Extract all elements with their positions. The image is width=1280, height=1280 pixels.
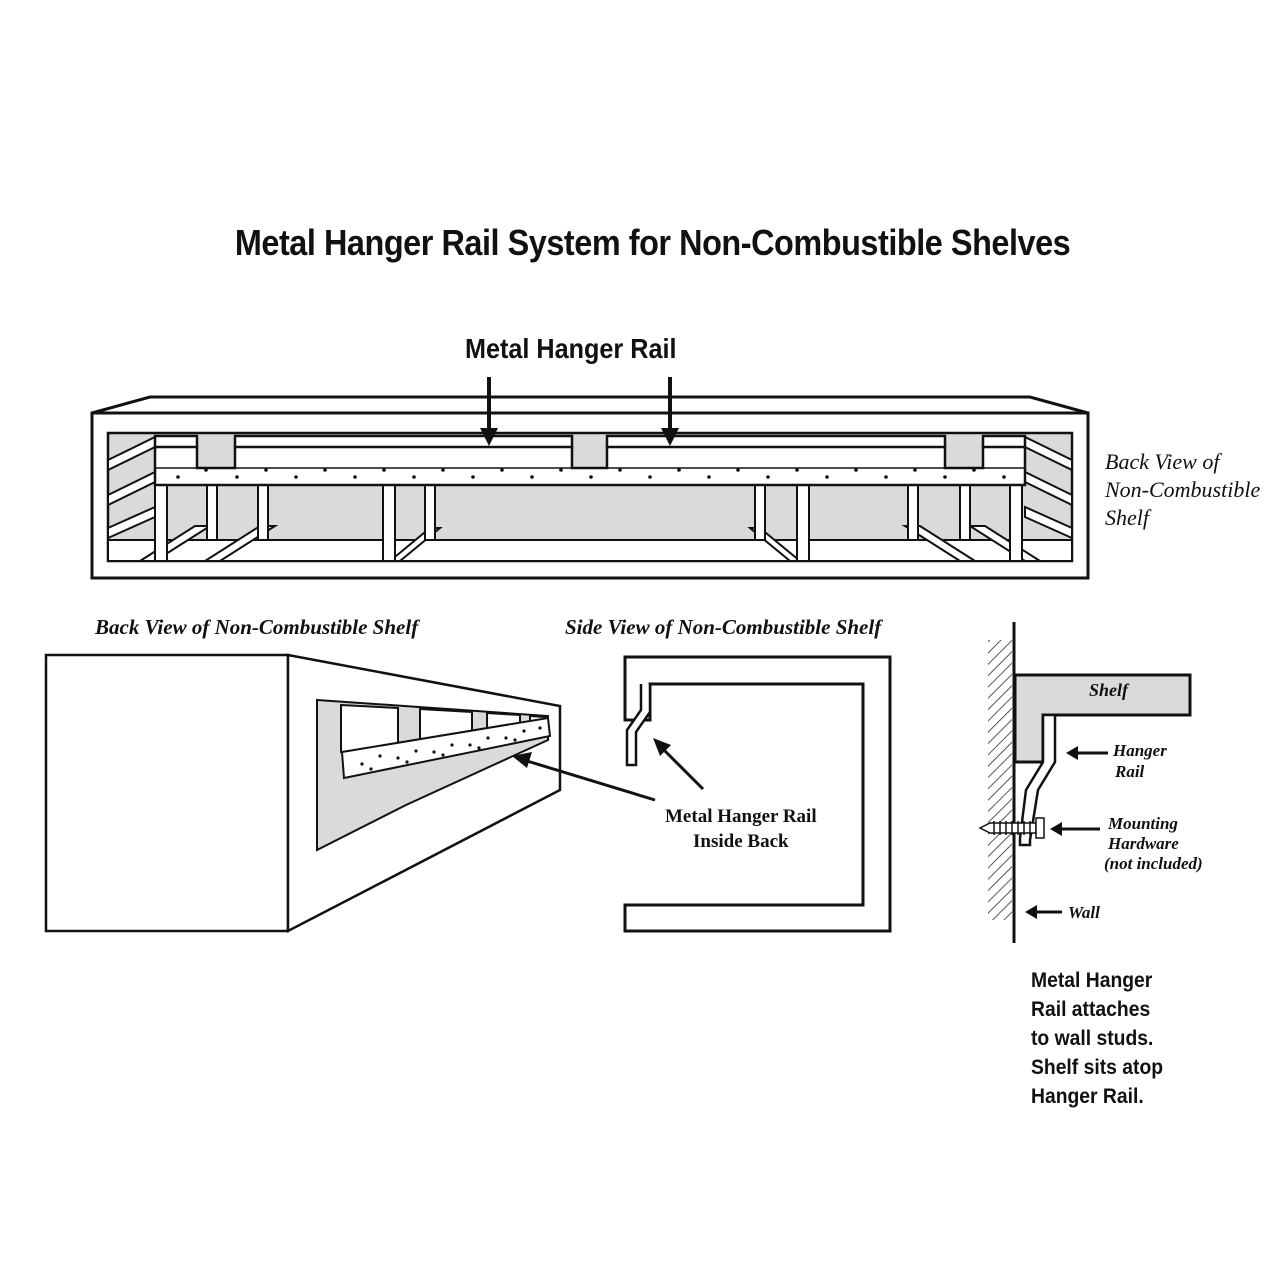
label-line: (not included)	[1104, 854, 1203, 873]
callout-line: Metal Hanger Rail	[665, 806, 817, 827]
wall-hatching	[988, 640, 1012, 920]
note-line: Hanger Rail.	[1031, 1085, 1144, 1108]
perspective-caption: Back View of Non-Combustible Shelf	[95, 615, 419, 639]
side-view-shelf	[623, 655, 892, 933]
perspective-hanger-rail	[340, 716, 552, 780]
back-view-side-caption: Back View of Non-Combustible Shelf	[1105, 448, 1260, 532]
label-line: Hanger	[1113, 741, 1167, 760]
side-view-arrow	[653, 738, 705, 791]
caption-line: Non-Combustible	[1105, 477, 1261, 502]
inside-back-callout: Metal Hanger Rail Inside Back	[665, 804, 817, 854]
installation-note: Metal Hanger Rail attaches to wall studs…	[1031, 966, 1163, 1111]
wall-detail-arrows	[1025, 746, 1108, 919]
caption-line: Back View of	[1105, 449, 1220, 474]
metal-hanger-rail-label: Metal Hanger Rail	[465, 333, 677, 364]
mounting-screw	[978, 817, 1045, 839]
shelf-top-face	[91, 395, 1089, 415]
note-line: Shelf sits atop	[1031, 1056, 1164, 1079]
perspective-rail-holes	[360, 726, 542, 771]
label-line: Hardware	[1108, 834, 1179, 853]
caption-line: Shelf	[1105, 505, 1149, 530]
shelf-end-face	[44, 653, 290, 933]
shelf-label: Shelf	[1089, 680, 1129, 700]
side-view-profile	[623, 655, 892, 933]
hanger-rail	[153, 434, 1027, 487]
note-line: Rail attaches	[1031, 998, 1151, 1021]
wall-label: Wall	[1068, 903, 1100, 922]
wall-detail	[978, 622, 1192, 943]
note-line: Metal Hanger	[1031, 969, 1153, 992]
label-line: Rail	[1115, 762, 1145, 781]
mounting-hardware-label: Mounting Hardware (not included)	[1104, 814, 1203, 874]
side-view-caption: Side View of Non-Combustible Shelf	[565, 615, 882, 639]
note-line: to wall studs.	[1031, 1027, 1154, 1050]
hanger-rail-profile	[1018, 713, 1057, 847]
callout-line: Inside Back	[693, 831, 789, 852]
top-back-view-shelf	[90, 395, 1090, 580]
rail-pointer-arrows	[480, 377, 679, 446]
label-line: Mounting	[1108, 814, 1178, 833]
hanger-rail-label: Hanger Rail	[1113, 740, 1167, 782]
page-title: Metal Hanger Rail System for Non-Combust…	[234, 222, 1071, 263]
side-view-hanger	[625, 684, 652, 767]
rail-holes	[176, 468, 1006, 479]
inside-back-arrow	[512, 752, 656, 802]
perspective-back-view	[44, 653, 562, 934]
